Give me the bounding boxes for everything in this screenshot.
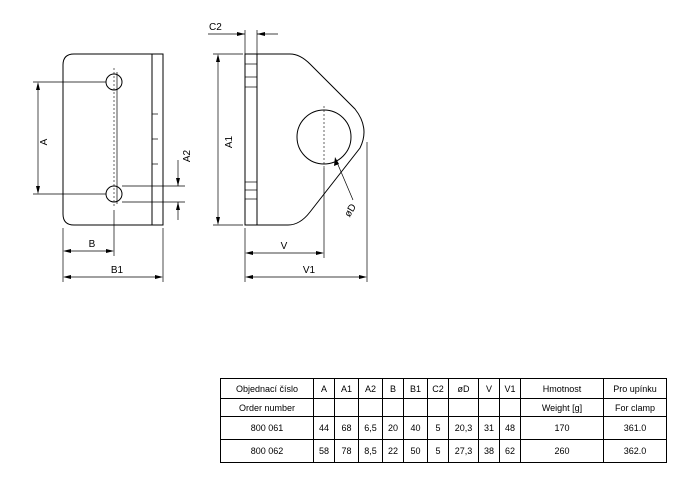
header-cell: A1 [334,378,359,399]
label-v: V [281,241,288,252]
header-cell: C2 [427,378,449,399]
table-cell: 800 062 [220,439,314,463]
header-cell: Objednací číslo [220,378,314,399]
subheader-cell: Weight [g] [520,398,604,417]
table-cell: 20 [382,416,404,440]
subheader-cell [358,398,383,417]
label-od: øD [343,202,359,219]
spec-table: Objednací číslo A A1 A2 B B1 C2 øD V V1 … [220,378,667,463]
table-cell: 62 [499,439,521,463]
subheader-cell: For clamp [603,398,667,417]
table-cell: 22 [382,439,404,463]
label-c2: C2 [209,22,222,33]
subheader-cell [403,398,428,417]
table-subheader-row: Order number Weight [g] For clamp [220,398,667,417]
table-header-row: Objednací číslo A A1 A2 B B1 C2 øD V V1 … [220,378,667,399]
table-cell: 58 [313,439,335,463]
table-cell: 800 061 [220,416,314,440]
label-a1: A1 [224,135,235,148]
header-cell: B [382,378,404,399]
table-cell: 5 [427,416,449,440]
table-cell: 361.0 [603,416,667,440]
table-cell: 50 [403,439,428,463]
table-cell: 5 [427,439,449,463]
label-v1: V1 [303,265,316,276]
header-cell: V [478,378,500,399]
table-cell: 31 [478,416,500,440]
header-cell: øD [448,378,479,399]
label-a: A [39,138,50,145]
table-cell: 260 [520,439,604,463]
table-cell: 68 [334,416,359,440]
subheader-cell [448,398,479,417]
front-plate-outline [62,53,164,226]
technical-drawing: C2 A A1 A2 B B1 V V1 øD [33,22,368,282]
table-cell: 78 [334,439,359,463]
table-cell: 27,3 [448,439,479,463]
subheader-cell [478,398,500,417]
header-cell: A2 [358,378,383,399]
header-cell: Hmotnost [520,378,604,399]
subheader-cell [499,398,521,417]
table-row: 800 061 44 68 6,5 20 40 5 20,3 31 48 170… [220,416,667,440]
label-b1: B1 [111,265,124,276]
subheader-cell [382,398,404,417]
header-cell: V1 [499,378,521,399]
subheader-cell: Order number [220,398,314,417]
label-b: B [89,239,96,250]
header-cell: Pro upínku [603,378,667,399]
table-row: 800 062 58 78 8,5 22 50 5 27,3 38 62 260… [220,439,667,463]
subheader-cell [427,398,449,417]
side-plate-outline [244,53,365,226]
table-cell: 6,5 [358,416,383,440]
table-cell: 44 [313,416,335,440]
subheader-cell [313,398,335,417]
table-cell: 48 [499,416,521,440]
table-cell: 38 [478,439,500,463]
table-cell: 8,5 [358,439,383,463]
label-a2: A2 [182,149,193,162]
front-view [33,53,185,282]
subheader-cell [334,398,359,417]
header-cell: B1 [403,378,428,399]
table-cell: 170 [520,416,604,440]
table-cell: 362.0 [603,439,667,463]
table-cell: 40 [403,416,428,440]
side-view [208,30,368,282]
header-cell: A [313,378,335,399]
table-cell: 20,3 [448,416,479,440]
